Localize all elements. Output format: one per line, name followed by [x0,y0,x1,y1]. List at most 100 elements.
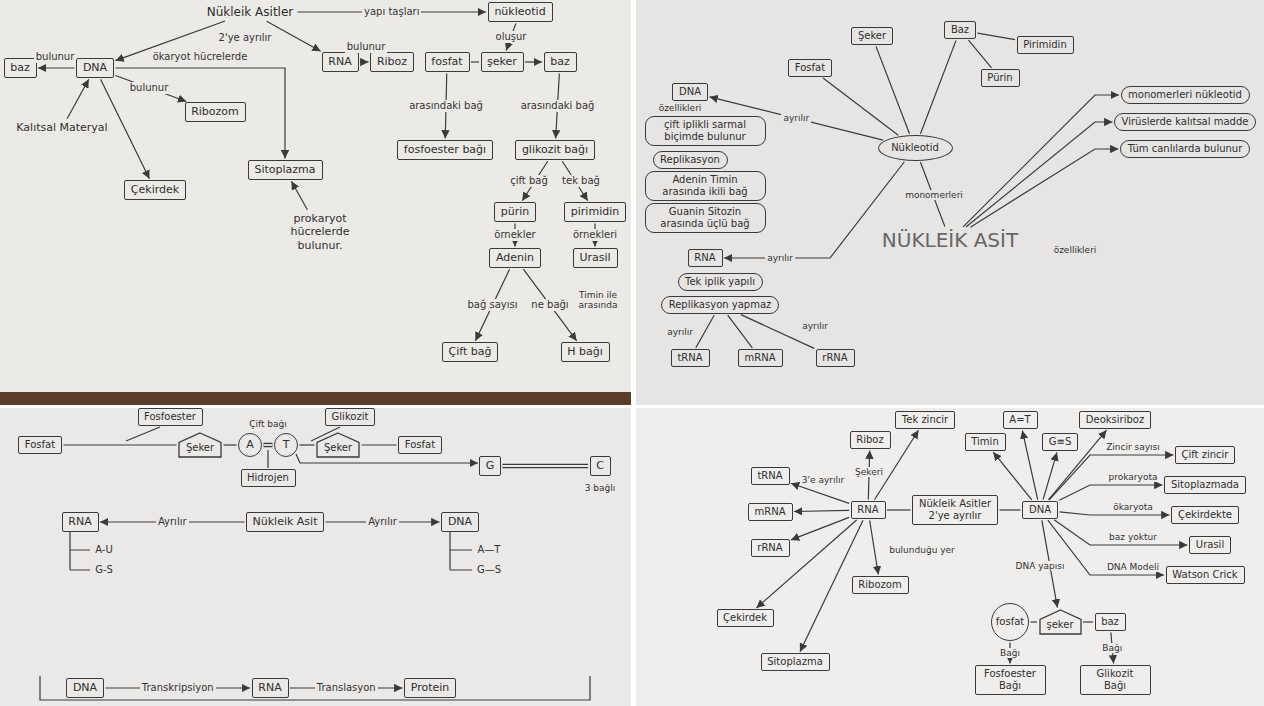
node-text: tRNA [757,470,782,482]
node-text: Nükleik Asitler [207,5,294,19]
node-text: şeker [487,55,517,68]
connector [300,444,315,445]
connector [1083,621,1093,622]
property-box: Replikasyon [653,151,728,169]
node-text: Riboz [377,55,407,68]
edge-label: 3'e ayrılır [800,475,846,485]
concept-box: pürin [494,202,536,222]
edge-label: arasındaki bağ [407,100,485,112]
edge-label: bulunur [34,51,77,63]
concept-box: Çekirdek [717,609,774,627]
concept-box: DNA [441,512,479,532]
node-text: Sitoplazma [254,163,315,176]
note-label: A-U [93,544,116,556]
edge-label: ne bağı [529,299,570,311]
connector [116,68,286,159]
connector [101,79,150,178]
node-text: prokaryot hücrelerde bulunur. [277,212,364,252]
concept-box: Çekirdek [124,180,186,200]
connector [977,33,1015,40]
concept-box: Fosfat [18,436,62,454]
node-text: rRNA [822,352,847,364]
concept-box: RNA [252,678,289,698]
edge-label: prokaryota [1107,472,1160,482]
base-circle: T [274,433,298,457]
concept-box: Glikozit [325,408,375,426]
edge-label: yapı taşları [362,6,421,18]
concept-box: rRNA [751,539,790,557]
node-text: baz [10,61,30,74]
note-label: ökaryot hücrelerde [150,51,250,63]
concept-box: Glikozit Bağı [1080,665,1151,695]
connector [264,443,273,448]
edge-label: Bağı [998,648,1022,658]
edge-label: örnekleri [571,229,619,241]
concept-box: mRNA [748,503,793,521]
table-edge [0,392,631,405]
node-text: Tek iplik yapılı [685,276,755,288]
connector [728,315,753,348]
base-circle: A [238,433,262,457]
bracket [450,531,472,570]
concept-box: H bağı [561,342,610,362]
connector [64,444,177,445]
property-box: Tek iplik yapılı [678,273,763,291]
concept-box: pirimidin [564,202,626,222]
main-heading: NÜKLEİK ASİT [879,228,1021,252]
concept-box: Urasil [1189,536,1231,554]
double-line-gap [503,465,589,467]
concept-box: Fosfat [788,59,832,77]
node-text: mRNA [744,352,775,364]
concept-box: C [590,456,611,476]
concept-box: Nükleik Asit [246,512,324,532]
pentagon-shape [317,433,359,457]
edge-label: Şekeri [853,467,885,477]
pentagon-shape [179,433,221,457]
edge-label: Ayrılır [366,516,399,528]
edge-label: Translasyon [315,682,378,694]
node-text: DNA [1029,504,1051,516]
connector [800,520,863,651]
node-text: Çift zincir [1182,449,1229,461]
concept-box: Deoksiriboz [1079,411,1151,429]
connector [38,67,75,68]
node-text: Pürin [987,72,1012,84]
node-text: Ribozom [191,105,239,118]
node-text: Replikasyon [660,154,720,166]
connector [920,40,956,133]
edge-label: ayrılır [765,253,795,263]
concept-oval: Nükleotid [878,135,953,161]
connector [224,444,237,445]
node-text: Timin [971,436,998,448]
concept-box: Riboz [850,431,891,449]
concept-box: şeker [481,52,524,72]
node-text: C [596,459,604,472]
node-text: Glikozit [332,411,369,423]
node-text: G≡S [1049,436,1071,448]
connector [291,181,307,209]
edge-label: ökaryota [1111,502,1155,512]
node-text: Pirimidin [1023,39,1066,51]
concept-box: Tek zincir [895,411,955,429]
node-text: A=T [1009,414,1030,426]
connector [360,61,369,62]
concept-box: DNA [76,58,114,78]
node-text: DNA [73,681,97,694]
connector [503,464,589,469]
property-box: monomerleri nükleotid [1121,86,1250,104]
concept-box: Çift zincir [1175,446,1235,464]
node-text: Şeker [186,442,214,454]
concept-box: Ribozom [185,102,246,122]
node-text: Watson Crick [1172,569,1237,581]
connector [791,483,849,503]
concept-box: glikozit bağı [515,140,595,160]
bracket [70,531,90,570]
concept-box: baz [4,58,37,78]
concept-text: prokaryot hücrelerde bulunur. [275,211,366,253]
connector [696,315,714,347]
connector [993,452,1032,500]
concept-box: Şeker [851,27,893,45]
concept-box: Fosfoester Bağı [975,665,1046,695]
concept-box: Fosfoester [138,408,203,426]
